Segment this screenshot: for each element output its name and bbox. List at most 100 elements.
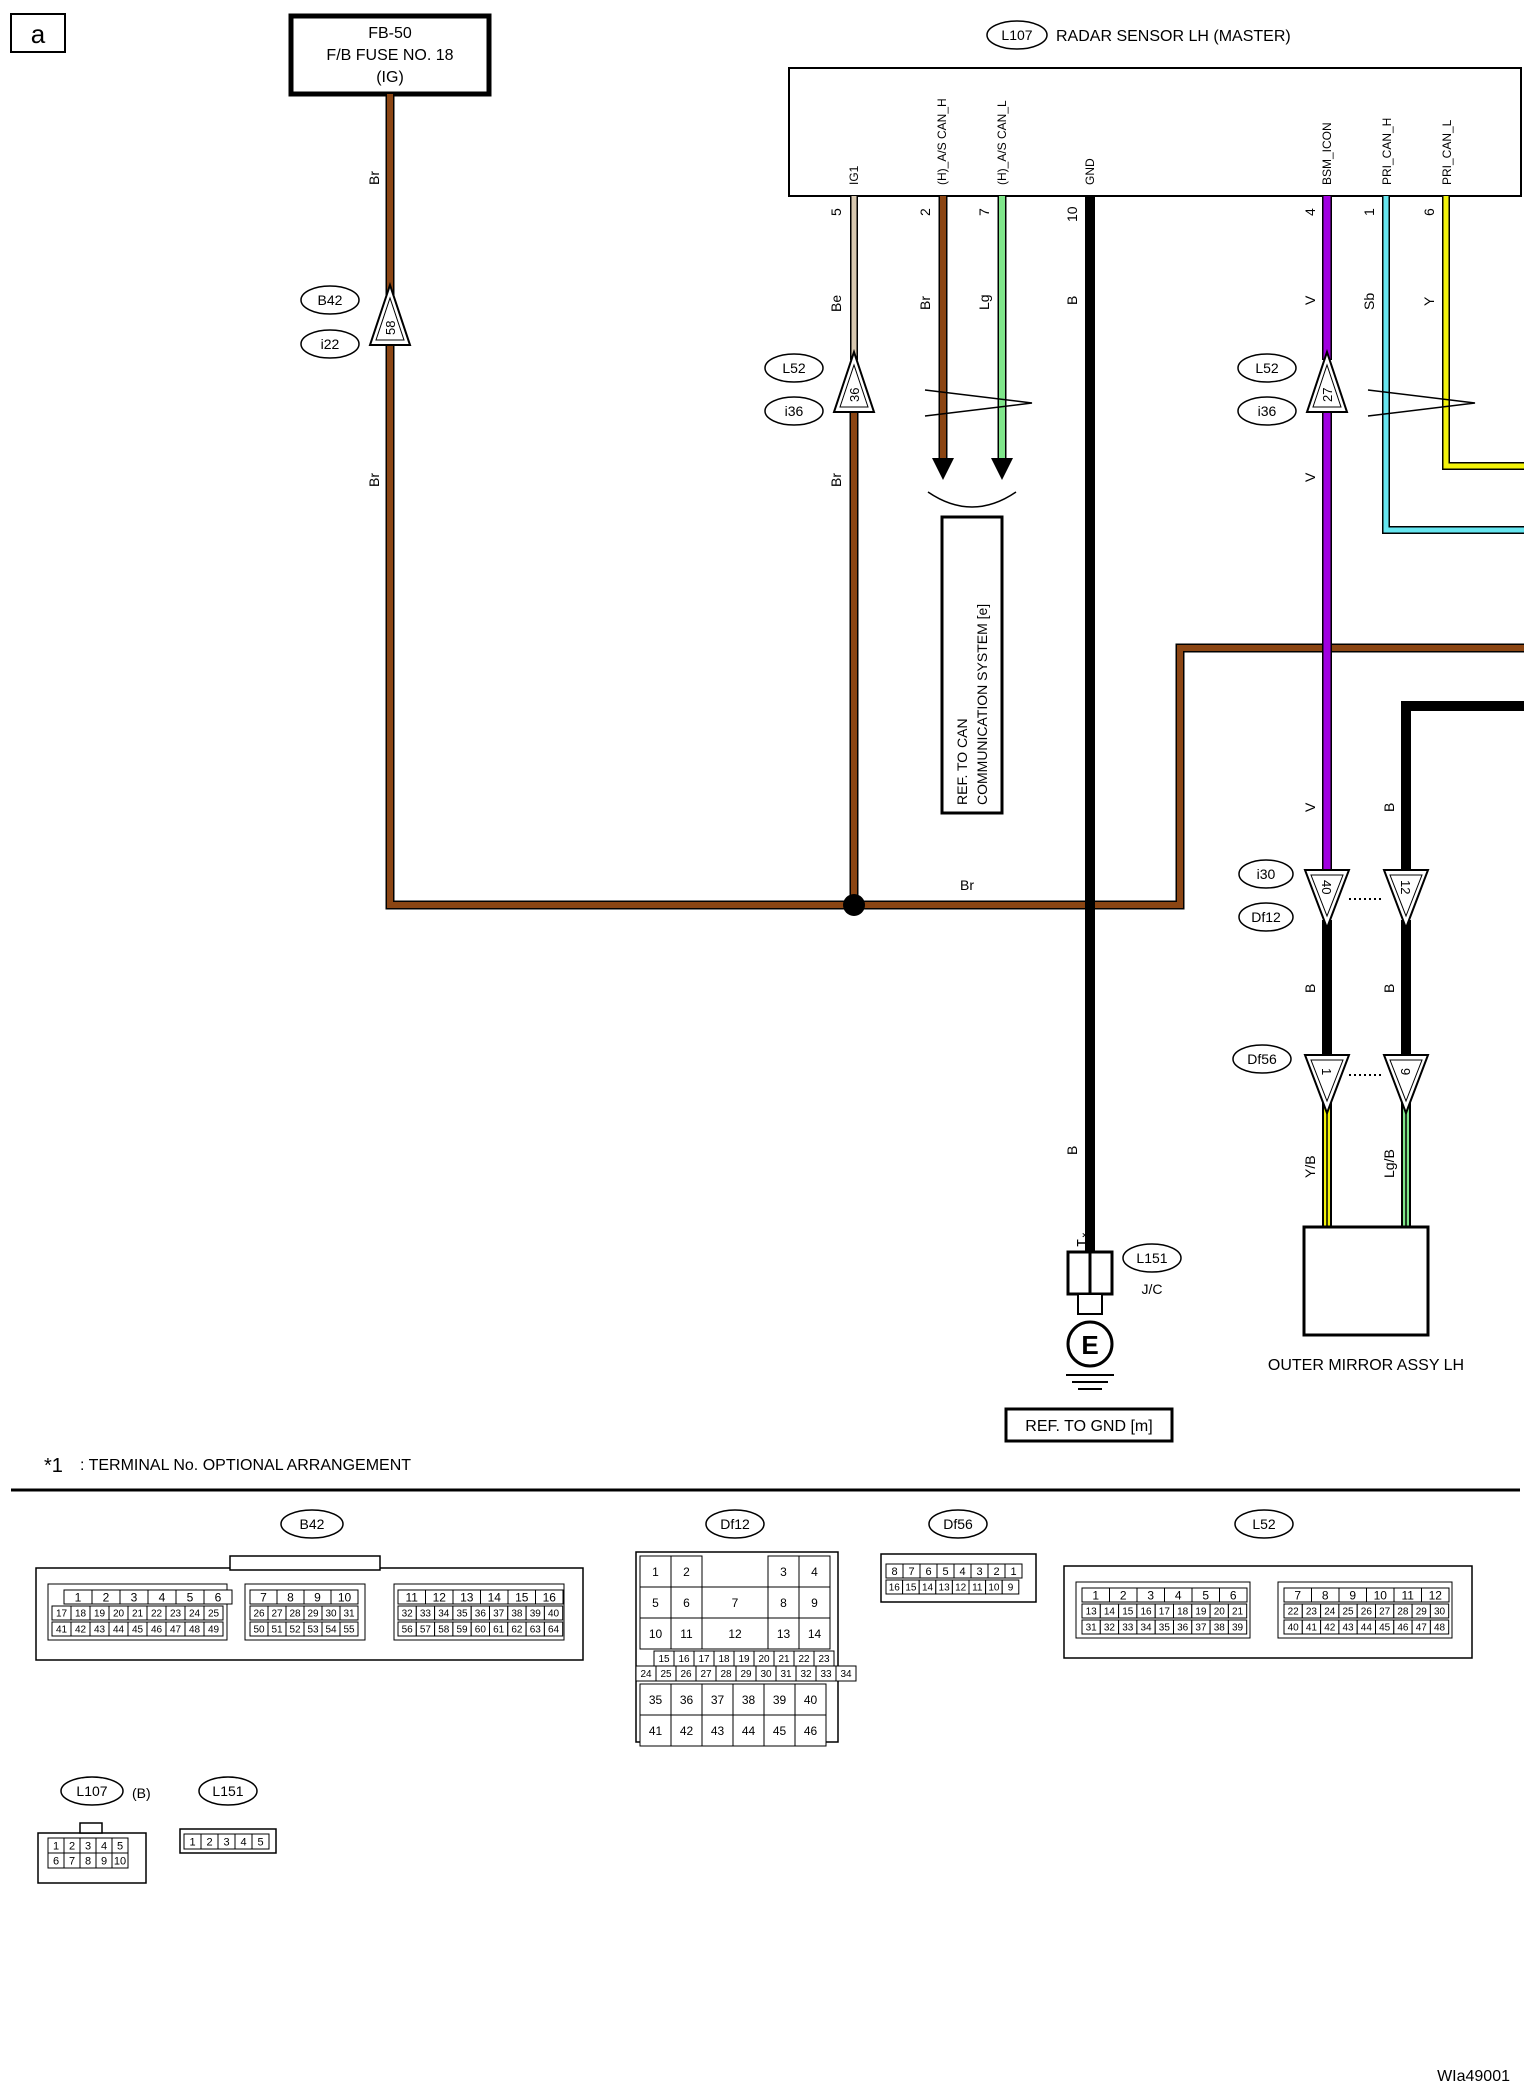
svg-text:L151: L151: [212, 1783, 243, 1799]
svg-text:8: 8: [287, 1590, 294, 1604]
svg-text:25: 25: [208, 1609, 220, 1620]
svg-text:7: 7: [908, 1566, 914, 1578]
svg-text:1: 1: [1092, 1588, 1099, 1602]
svg-text:5: 5: [117, 1840, 123, 1852]
svg-text:22: 22: [1288, 1607, 1300, 1618]
svg-text:23: 23: [818, 1654, 830, 1665]
page-tag: a: [10, 13, 66, 53]
svg-text:21: 21: [778, 1654, 790, 1665]
svg-text:1: 1: [53, 1840, 59, 1852]
svg-text:1: 1: [189, 1836, 195, 1848]
svg-text:i36: i36: [1258, 403, 1277, 419]
pin-label-as-can-l: (H)_A/S CAN_L: [995, 100, 1009, 185]
svg-text:Lg/B: Lg/B: [1381, 1149, 1397, 1178]
svg-text:36: 36: [680, 1693, 694, 1707]
svg-text:8: 8: [1322, 1588, 1329, 1602]
svg-text:15: 15: [905, 1583, 917, 1594]
svg-text:9: 9: [1008, 1583, 1014, 1594]
svg-text:36: 36: [847, 388, 862, 402]
svg-text:19: 19: [738, 1654, 750, 1665]
svg-text:35: 35: [456, 1609, 468, 1620]
svg-text:18: 18: [75, 1609, 87, 1620]
connector-df56: 1 9 Df56 Y/B Lg/B: [1232, 1044, 1430, 1178]
svg-text:13: 13: [460, 1590, 474, 1604]
svg-text:6: 6: [53, 1855, 59, 1867]
svg-text:13: 13: [777, 1627, 791, 1641]
svg-text:61: 61: [493, 1625, 505, 1636]
pin-label-pri-can-l: PRI_CAN_L: [1440, 119, 1454, 185]
svg-text:34: 34: [438, 1609, 450, 1620]
svg-text:41: 41: [649, 1724, 663, 1738]
svg-text:41: 41: [1306, 1623, 1318, 1634]
svg-text:32: 32: [1104, 1623, 1116, 1634]
svg-text:B42: B42: [300, 1516, 325, 1532]
svg-text:28: 28: [720, 1669, 732, 1680]
svg-text:27: 27: [1320, 388, 1335, 402]
svg-text:44: 44: [742, 1724, 756, 1738]
svg-text:3: 3: [976, 1566, 982, 1578]
svg-text:16: 16: [678, 1654, 690, 1665]
svg-text:17: 17: [56, 1609, 68, 1620]
svg-text:Br: Br: [828, 473, 844, 487]
svg-text:4: 4: [159, 1590, 166, 1604]
svg-text:5: 5: [257, 1836, 263, 1848]
can-bracket: [927, 491, 1017, 508]
svg-text:17: 17: [698, 1654, 710, 1665]
svg-text:32: 32: [800, 1669, 812, 1680]
svg-text:Br: Br: [366, 473, 382, 487]
svg-text:2: 2: [206, 1836, 212, 1848]
svg-text:2: 2: [1120, 1588, 1127, 1602]
svg-text:9: 9: [101, 1855, 107, 1867]
svg-text:40: 40: [804, 1693, 818, 1707]
svg-text:Y/B: Y/B: [1302, 1155, 1318, 1178]
svg-text:Y: Y: [1421, 296, 1437, 306]
svg-text:2: 2: [917, 208, 933, 216]
svg-text:5: 5: [187, 1590, 194, 1604]
svg-text:10: 10: [1064, 206, 1080, 222]
svg-text:i30: i30: [1257, 866, 1276, 882]
svg-text:26: 26: [1361, 1607, 1373, 1618]
svg-text:37: 37: [1195, 1623, 1207, 1634]
svg-text:23: 23: [1306, 1607, 1318, 1618]
svg-text:24: 24: [189, 1609, 201, 1620]
svg-text:L52: L52: [1255, 360, 1279, 376]
svg-text:31: 31: [343, 1609, 355, 1620]
svg-text:34: 34: [1140, 1623, 1152, 1634]
svg-text:6: 6: [215, 1590, 222, 1604]
svg-text:16: 16: [543, 1590, 557, 1604]
svg-text:26: 26: [680, 1669, 692, 1680]
svg-text:31: 31: [780, 1669, 792, 1680]
svg-text:22: 22: [151, 1609, 163, 1620]
svg-text:29: 29: [1416, 1607, 1428, 1618]
svg-text:23: 23: [170, 1609, 182, 1620]
svg-text:i22: i22: [321, 336, 340, 352]
svg-text:21: 21: [132, 1609, 144, 1620]
svg-text:3: 3: [85, 1840, 91, 1852]
svg-text:7: 7: [732, 1596, 739, 1610]
svg-text:i36: i36: [785, 403, 804, 419]
svg-text:17: 17: [1159, 1607, 1171, 1618]
svg-text:39: 39: [530, 1609, 542, 1620]
svg-text:1: 1: [1361, 208, 1377, 216]
svg-text:Df12: Df12: [720, 1516, 750, 1532]
connector-b42-i22: 58 B42 i22: [300, 281, 412, 359]
svg-text:*1: *1: [1073, 1232, 1090, 1247]
svg-text:51: 51: [271, 1625, 283, 1636]
svg-text:33: 33: [420, 1609, 432, 1620]
svg-text:37: 37: [493, 1609, 505, 1620]
svg-text:1: 1: [75, 1590, 82, 1604]
svg-text:4: 4: [811, 1565, 818, 1579]
svg-text:14: 14: [1104, 1607, 1116, 1618]
splice-junction: [843, 894, 865, 916]
svg-text:16: 16: [889, 1583, 901, 1594]
svg-text:12: 12: [1398, 880, 1413, 894]
svg-text:4: 4: [101, 1840, 107, 1852]
svg-text:8: 8: [780, 1596, 787, 1610]
svg-text:37: 37: [711, 1693, 725, 1707]
svg-text:B: B: [1064, 1146, 1080, 1155]
svg-text:42: 42: [680, 1724, 694, 1738]
svg-text:5: 5: [1202, 1588, 1209, 1602]
svg-text:27: 27: [1379, 1607, 1391, 1618]
